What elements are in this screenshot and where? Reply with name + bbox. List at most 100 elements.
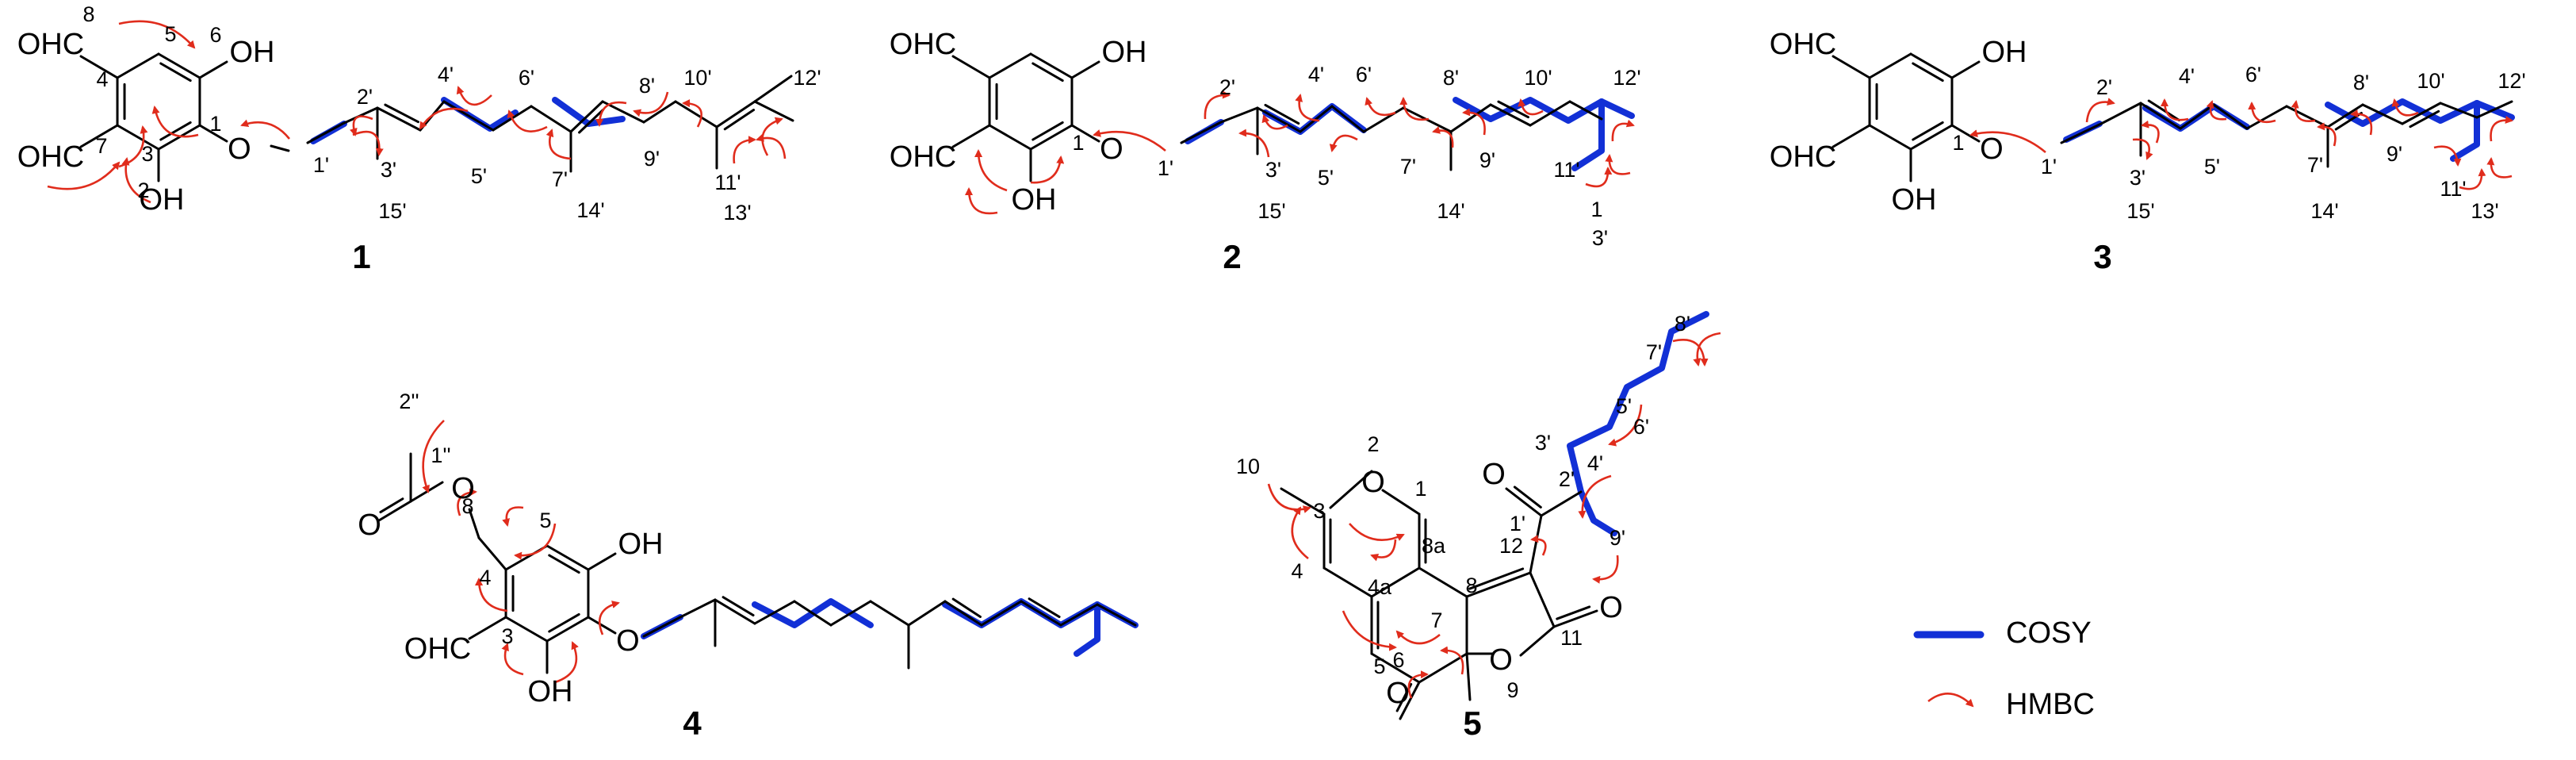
c1-o-c1p xyxy=(270,144,290,152)
c4-ch2-bond xyxy=(477,536,507,571)
c0-oh-bottom: OH xyxy=(140,183,185,217)
c2-atom-number: 1 xyxy=(1590,198,1602,221)
c4-ring-inner-bond xyxy=(548,612,580,633)
c5-cosy-2p-9p xyxy=(1578,489,1617,536)
hmbc-arrow xyxy=(352,130,384,156)
c5-atom-number: 4 xyxy=(1291,559,1303,583)
c5-c11-carbonyl-inner xyxy=(1556,605,1591,620)
c5-atom-number: 5' xyxy=(1616,394,1632,418)
c1-atom-number: 14' xyxy=(576,198,604,222)
c3-atom-number: 2' xyxy=(2096,75,2112,99)
c3-atom-number: 12' xyxy=(2498,69,2525,93)
c2-ether-o: O xyxy=(1980,132,2004,166)
c4-chain-double-10-inner xyxy=(1028,597,1061,619)
c1-atom-number: 5' xyxy=(471,164,487,188)
c4-chain-double-2-inner xyxy=(722,596,755,617)
c1-atom-number: 9' xyxy=(644,147,660,171)
c0-ring-bond xyxy=(157,52,201,79)
hmbc-arrow xyxy=(2132,138,2153,160)
c2-chain-bond-5 xyxy=(1362,106,1405,133)
c2-cho-bond-bottom xyxy=(1832,124,1871,148)
c3-chain-bond-11 xyxy=(2475,100,2513,119)
c4-atom-number: 1'' xyxy=(431,443,450,467)
c5-atom-number: 8' xyxy=(1675,312,1690,336)
c1-atom-number: 8' xyxy=(639,74,655,98)
c3-atom-number: 8' xyxy=(2353,71,2369,94)
c3-atom-number: 3' xyxy=(2130,166,2145,190)
hmbc-arrow xyxy=(2490,115,2513,142)
c2-cho-bond-top xyxy=(1832,55,1871,79)
c0-ring-inner-bond xyxy=(159,62,192,83)
c4-ring-bond xyxy=(504,616,549,643)
skeleton-bonds xyxy=(79,52,2513,720)
c5-c6-carbonyl xyxy=(1399,681,1421,720)
c2-atom-number: 15' xyxy=(1257,199,1285,223)
c5-c11-o xyxy=(1519,625,1556,657)
c1-atom-number: 4 xyxy=(96,67,108,91)
c0-cho-bond-top xyxy=(79,55,119,79)
hmbc-arrow xyxy=(2459,168,2486,190)
c3-chain-double-2-inner xyxy=(2147,99,2180,121)
c4-chain-bond-9 xyxy=(980,600,1023,627)
c5-atom-number: 10 xyxy=(1236,455,1260,478)
c1-atom-number: 7 xyxy=(95,134,107,158)
c2-chain-bond-7 xyxy=(1449,103,1492,133)
c2-ring-bond xyxy=(1909,124,1954,151)
c5-ring-o: O xyxy=(1361,466,1385,499)
hmbc-arrow xyxy=(761,117,783,156)
c4-ether-o: O xyxy=(616,624,640,658)
c4-atom-number: 5 xyxy=(539,509,551,532)
c5-atom-number: 4a xyxy=(1368,575,1392,599)
c0-ring-bond xyxy=(116,52,160,79)
c5-atom-number: 2' xyxy=(1559,467,1575,491)
hmbc-arrow xyxy=(1349,523,1405,541)
c4-atom-number: 3 xyxy=(501,624,513,648)
hmbc-arrow xyxy=(1969,129,2046,154)
c3-atom-number: 10' xyxy=(2417,69,2444,93)
c4-o-bond xyxy=(587,616,617,635)
c1-atom-number: 11' xyxy=(714,171,741,194)
c2-chain-double-2 xyxy=(1256,106,1302,133)
c5-atom-number: 3 xyxy=(1313,499,1325,523)
c1-chain-bond-6 xyxy=(530,105,572,133)
c2-atom-number: 11' xyxy=(1553,158,1579,182)
c2-chain-bond-4 xyxy=(1330,105,1365,133)
legend-cosy-label: COSY xyxy=(2006,616,2092,650)
c3-atom-number: 14' xyxy=(2310,199,2338,223)
c5-atom-number: 3' xyxy=(1535,431,1551,455)
c4-carbonyl-inner xyxy=(379,497,404,514)
hmbc-arrow xyxy=(1432,126,1454,148)
hmbc-arrow xyxy=(1608,404,1643,447)
c3-chain-bond-0 xyxy=(2060,122,2103,144)
c5-c4a-c4 xyxy=(1322,566,1373,598)
compound-label: 5 xyxy=(1463,704,1481,742)
c1-oh-bottom: OH xyxy=(1012,183,1057,217)
hmbc-arrow xyxy=(1291,506,1309,560)
c1-atom-number: 12' xyxy=(793,66,821,90)
c4-ester-o: O xyxy=(451,472,475,505)
hmbc-arrow xyxy=(1295,94,1320,122)
hmbc-arrow xyxy=(1399,97,1430,121)
c1-cho-bond-top xyxy=(951,55,991,79)
c1-ether-o: O xyxy=(1100,132,1123,166)
c1-chain-double-11-inner xyxy=(723,109,756,131)
hmbc-arrow xyxy=(1370,539,1397,562)
c5-o2-c3 xyxy=(1329,470,1373,509)
c0-cho-bottom: OHC xyxy=(17,140,84,174)
hmbc-arrow xyxy=(1693,332,1721,367)
hmbc-arrow xyxy=(501,643,524,676)
hmbc-arrow xyxy=(121,157,151,204)
hmbc-arrow xyxy=(1261,114,1288,130)
hmbc-arrow xyxy=(2350,109,2373,136)
hmbc-arrow xyxy=(240,119,291,140)
c2-atom-number: 8' xyxy=(1443,66,1459,90)
hmbc-arrow xyxy=(733,136,756,164)
c1-cho-bond-bottom xyxy=(951,124,991,148)
c3-chain-bond-3 xyxy=(2179,103,2215,130)
c4-ring-inner-bond xyxy=(548,554,580,574)
c1-atom-number: 1' xyxy=(313,153,329,177)
hmbc-arrow xyxy=(756,133,787,159)
hmbc-arrow xyxy=(514,523,557,560)
